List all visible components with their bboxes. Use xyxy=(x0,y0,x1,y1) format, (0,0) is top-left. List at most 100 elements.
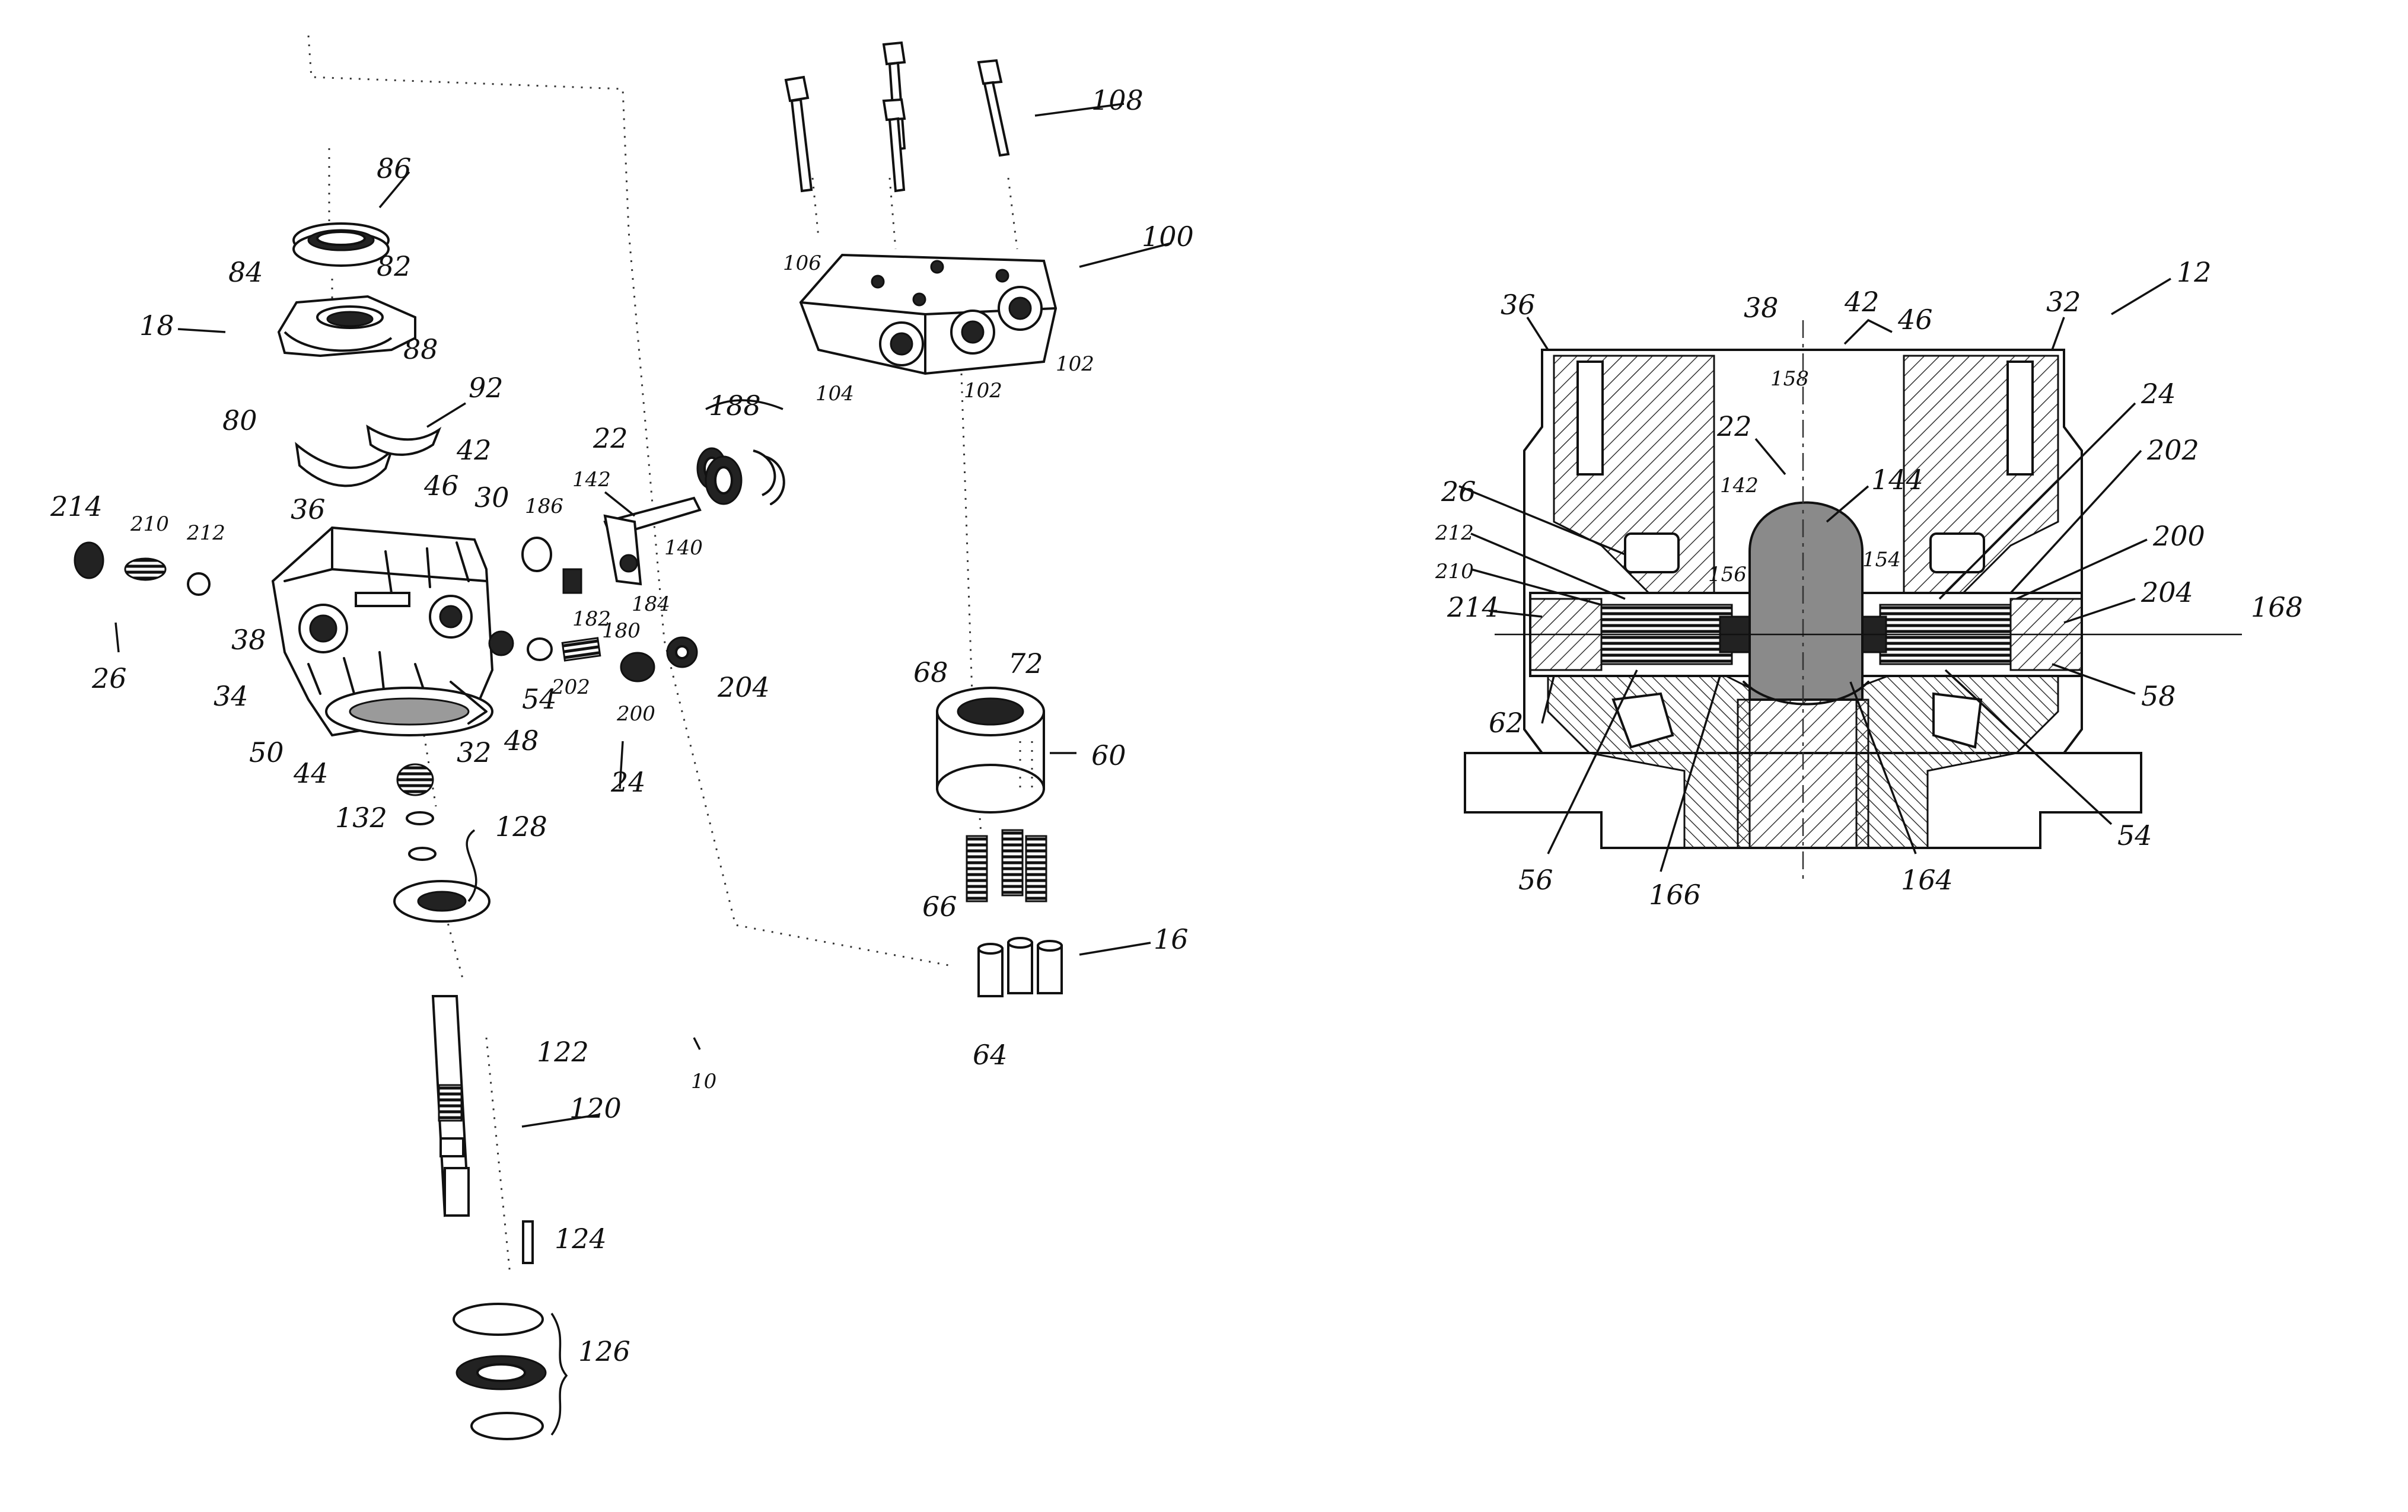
label-108: 108 xyxy=(1091,84,1144,116)
label-86: 86 xyxy=(377,152,412,184)
bolt-bore-right xyxy=(2008,362,2033,474)
label-s24: 24 xyxy=(2141,378,2176,410)
label-s212: 212 xyxy=(1435,521,1474,545)
bolt xyxy=(979,60,1008,155)
label-132: 132 xyxy=(335,802,387,834)
label-18: 18 xyxy=(139,310,174,342)
leader-s42 xyxy=(1845,320,1892,344)
spring-group-24 xyxy=(528,637,697,681)
bolt xyxy=(786,77,811,191)
label-s204: 204 xyxy=(2141,576,2193,608)
label-100: 100 xyxy=(1142,221,1194,253)
swash-block-18 xyxy=(279,296,415,356)
label-142-exploded: 142 xyxy=(572,468,611,492)
label-124: 124 xyxy=(555,1223,607,1255)
label-44: 44 xyxy=(293,757,329,789)
label-38-exploded: 38 xyxy=(231,624,266,656)
label-48: 48 xyxy=(504,725,539,757)
label-200-exploded: 200 xyxy=(616,702,655,726)
leader-s36 xyxy=(1527,317,1548,350)
exploded-view: 86 84 82 18 88 80 92 214 210 212 26 36 4… xyxy=(50,36,1194,1439)
label-128: 128 xyxy=(495,811,547,843)
bearing-92 xyxy=(297,427,439,486)
label-s58: 58 xyxy=(2141,680,2176,712)
label-s214: 214 xyxy=(1447,591,1499,623)
label-s56: 56 xyxy=(1518,864,1553,896)
brace-126 xyxy=(552,1313,566,1435)
pin-124 xyxy=(523,1221,533,1263)
label-s168: 168 xyxy=(2251,591,2303,623)
leader-12 xyxy=(2111,279,2171,314)
label-72: 72 xyxy=(1008,647,1043,680)
cylinder-block-60 xyxy=(937,688,1044,812)
label-s164: 164 xyxy=(1901,864,1953,896)
label-88: 88 xyxy=(403,333,438,365)
leader-10 xyxy=(694,1038,700,1050)
pump-cover-100 xyxy=(801,255,1056,374)
label-106: 106 xyxy=(783,251,821,275)
label-s22: 22 xyxy=(1716,410,1752,442)
label-s210: 210 xyxy=(1435,560,1474,583)
label-210-exploded: 210 xyxy=(130,512,169,536)
label-s42: 42 xyxy=(1844,286,1880,318)
label-s12: 12 xyxy=(2177,256,2212,288)
bolt-bore-left xyxy=(1578,362,1603,474)
label-s46: 46 xyxy=(1897,304,1933,336)
label-188: 188 xyxy=(709,390,761,422)
label-22-exploded: 22 xyxy=(593,422,628,454)
label-102a: 102 xyxy=(964,379,1002,403)
label-212-exploded: 212 xyxy=(186,521,225,545)
label-36-exploded: 36 xyxy=(291,493,326,525)
label-s166: 166 xyxy=(1649,879,1701,911)
label-204-exploded: 204 xyxy=(717,671,770,703)
label-68: 68 xyxy=(913,656,948,688)
label-50: 50 xyxy=(249,736,284,768)
label-102b: 102 xyxy=(1056,352,1094,376)
label-92: 92 xyxy=(469,372,504,404)
label-126: 126 xyxy=(578,1335,630,1367)
label-s156: 156 xyxy=(1708,563,1747,586)
leader-s32 xyxy=(2052,317,2064,350)
leader-18 xyxy=(178,329,225,332)
label-34: 34 xyxy=(214,680,249,712)
passage-left xyxy=(1625,534,1678,572)
label-186: 186 xyxy=(525,495,563,518)
label-46-exploded: 46 xyxy=(423,470,459,502)
label-s36: 36 xyxy=(1501,289,1536,321)
label-140: 140 xyxy=(664,536,703,560)
label-24-exploded: 24 xyxy=(610,766,646,798)
label-64: 64 xyxy=(973,1039,1008,1071)
label-66: 66 xyxy=(922,891,957,923)
label-s26: 26 xyxy=(1441,476,1476,508)
plug-group-26 xyxy=(75,543,209,595)
leader-22 xyxy=(605,492,635,516)
pistons-16 xyxy=(979,938,1062,996)
springs-66 xyxy=(967,830,1046,901)
label-60: 60 xyxy=(1091,739,1126,771)
drive-shaft-120 xyxy=(433,996,469,1216)
label-122: 122 xyxy=(537,1036,589,1068)
label-120: 120 xyxy=(569,1092,622,1124)
section-view: 12 36 38 42 46 32 24 202 200 204 168 58 … xyxy=(1435,256,2303,911)
seal-86 xyxy=(294,224,388,266)
label-10: 10 xyxy=(691,1070,716,1093)
bolts-108 xyxy=(786,43,1008,191)
label-s158: 158 xyxy=(1770,367,1809,391)
housing-body xyxy=(273,528,513,735)
label-s54: 54 xyxy=(2117,819,2152,851)
label-84: 84 xyxy=(228,256,263,288)
label-42-exploded: 42 xyxy=(456,434,492,466)
bolt xyxy=(884,100,904,191)
leader-16 xyxy=(1079,943,1151,955)
label-104: 104 xyxy=(816,382,854,406)
label-s62: 62 xyxy=(1489,707,1524,739)
label-s200: 200 xyxy=(2152,520,2205,552)
label-s38: 38 xyxy=(1744,292,1779,324)
passage-right xyxy=(1931,534,1984,572)
leader-26 xyxy=(116,623,119,652)
label-202-exploded: 202 xyxy=(551,675,590,699)
label-184: 184 xyxy=(632,592,670,616)
ring-stack-126 xyxy=(454,1304,546,1439)
trunnion-144 xyxy=(1750,503,1862,700)
